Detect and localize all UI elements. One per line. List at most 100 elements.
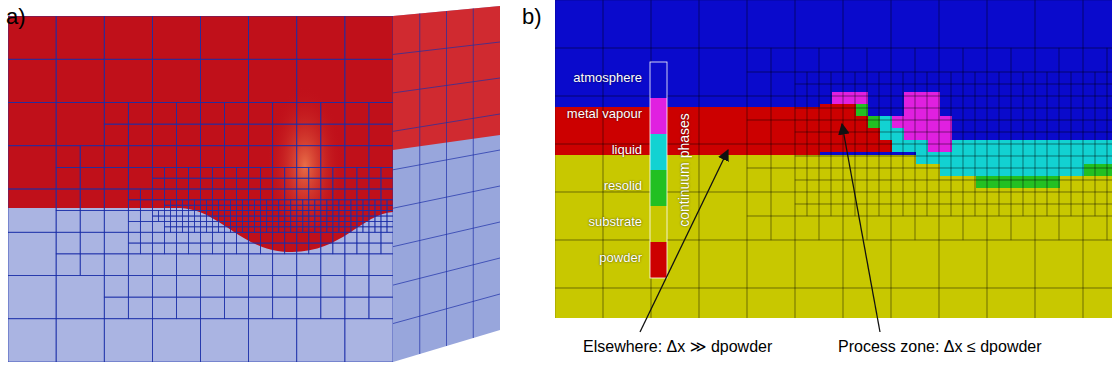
- mesh-cell: [237, 243, 249, 254]
- mesh-cell: [357, 216, 363, 221]
- mesh-cell: [176, 211, 182, 216]
- mesh-cell: [297, 200, 303, 205]
- phase-cell: [1024, 152, 1036, 164]
- mesh-cell: [999, 72, 1011, 84]
- mesh-cell: [855, 180, 867, 192]
- mesh-cell: [381, 200, 387, 205]
- mesh-cell: [333, 205, 339, 210]
- mesh-cell: [80, 232, 104, 254]
- mesh-cell: [369, 146, 393, 168]
- mesh-cell: [987, 72, 999, 84]
- mesh-cell: [345, 124, 369, 146]
- phase-cell: [940, 128, 952, 140]
- mesh-cell: [831, 72, 843, 84]
- mesh-cell: [963, 96, 975, 108]
- mesh-cell: [243, 200, 249, 205]
- mesh-cell: [321, 189, 333, 200]
- mesh-cell: [747, 120, 771, 144]
- mesh-cell: [381, 221, 387, 226]
- mesh-cell: [249, 167, 261, 178]
- mesh-cell: [1107, 144, 1112, 156]
- mesh-cell: [1023, 192, 1035, 204]
- mesh-cell: [249, 216, 255, 221]
- mesh-cell: [963, 216, 987, 240]
- front-face: [8, 16, 393, 362]
- mesh-cell: [369, 124, 393, 146]
- mesh-cell: [555, 144, 603, 192]
- mesh-cell: [891, 204, 903, 216]
- mesh-cell: [152, 124, 176, 146]
- mesh-cell: [1107, 192, 1112, 204]
- phase-cell: [952, 152, 964, 164]
- mesh-cell: [213, 167, 225, 178]
- phase-cell: [1084, 164, 1096, 176]
- mesh-cell: [369, 254, 393, 276]
- mesh-cell: [819, 204, 831, 216]
- mesh-cell: [939, 48, 963, 72]
- substrate-region: [555, 155, 1112, 318]
- phase-cell: [928, 92, 940, 104]
- mesh-cell: [213, 205, 219, 210]
- mesh-cell: [285, 221, 291, 226]
- mesh-cell: [297, 276, 321, 298]
- mesh-cell: [8, 146, 56, 189]
- mesh-cell: [176, 243, 188, 254]
- legend-frame: [650, 62, 667, 278]
- mesh-cell: [327, 216, 333, 221]
- mesh-cell: [249, 200, 255, 205]
- mesh-cell: [237, 200, 243, 205]
- mesh-cell: [225, 211, 231, 216]
- mesh-cell: [201, 254, 225, 276]
- mesh-cell: [369, 178, 381, 189]
- mesh-cell: [891, 120, 903, 132]
- mesh-cell: [927, 96, 939, 108]
- mesh-cell: [1095, 132, 1107, 144]
- mesh-cell: [152, 254, 176, 276]
- mesh-cell: [939, 132, 951, 144]
- mesh-cell: [201, 319, 249, 362]
- mesh-cell: [747, 0, 795, 48]
- mesh-cell: [339, 211, 345, 216]
- mesh-cell: [699, 192, 747, 240]
- mesh-cell: [213, 216, 219, 221]
- mesh-cell: [321, 243, 333, 254]
- mesh-cell: [249, 59, 297, 102]
- mesh-cell: [345, 205, 351, 210]
- mesh-cell: [381, 178, 393, 189]
- mesh-cell: [915, 132, 927, 144]
- mesh-cell: [1035, 0, 1083, 48]
- mesh-cell: [201, 276, 225, 298]
- mesh-cell: [1095, 192, 1107, 204]
- mesh-cell: [867, 96, 879, 108]
- phase-cell: [1012, 176, 1024, 188]
- mesh-cell: [927, 144, 939, 156]
- mesh-cell: [321, 124, 345, 146]
- mesh-cell: [321, 276, 345, 298]
- mesh-cell: [843, 0, 891, 48]
- mesh-cell: [249, 227, 255, 232]
- mesh-cell: [201, 205, 207, 210]
- mesh-cell: [1035, 144, 1047, 156]
- mesh-cell: [927, 168, 939, 180]
- mesh-cell: [375, 211, 381, 216]
- mesh-cell: [903, 96, 915, 108]
- phase-cell: [892, 116, 904, 128]
- mesh-cell: [1011, 132, 1023, 144]
- mesh-cell: [237, 205, 243, 210]
- mesh-cell: [321, 103, 345, 125]
- mesh-cell: [273, 232, 285, 243]
- mesh-cell: [1059, 216, 1083, 240]
- mesh-cell: [891, 216, 915, 240]
- mesh-cell: [1035, 120, 1047, 132]
- phase-cell: [880, 140, 892, 152]
- mesh-cell: [369, 221, 375, 226]
- mesh-cell: [333, 200, 339, 205]
- mesh-cell: [369, 205, 375, 210]
- mesh-cell: [249, 221, 255, 226]
- mesh-cell: [1047, 156, 1059, 168]
- mesh-cell: [56, 254, 80, 276]
- mesh-cell: [80, 211, 104, 233]
- mesh-cell: [1071, 132, 1083, 144]
- mesh-cell: [225, 200, 231, 205]
